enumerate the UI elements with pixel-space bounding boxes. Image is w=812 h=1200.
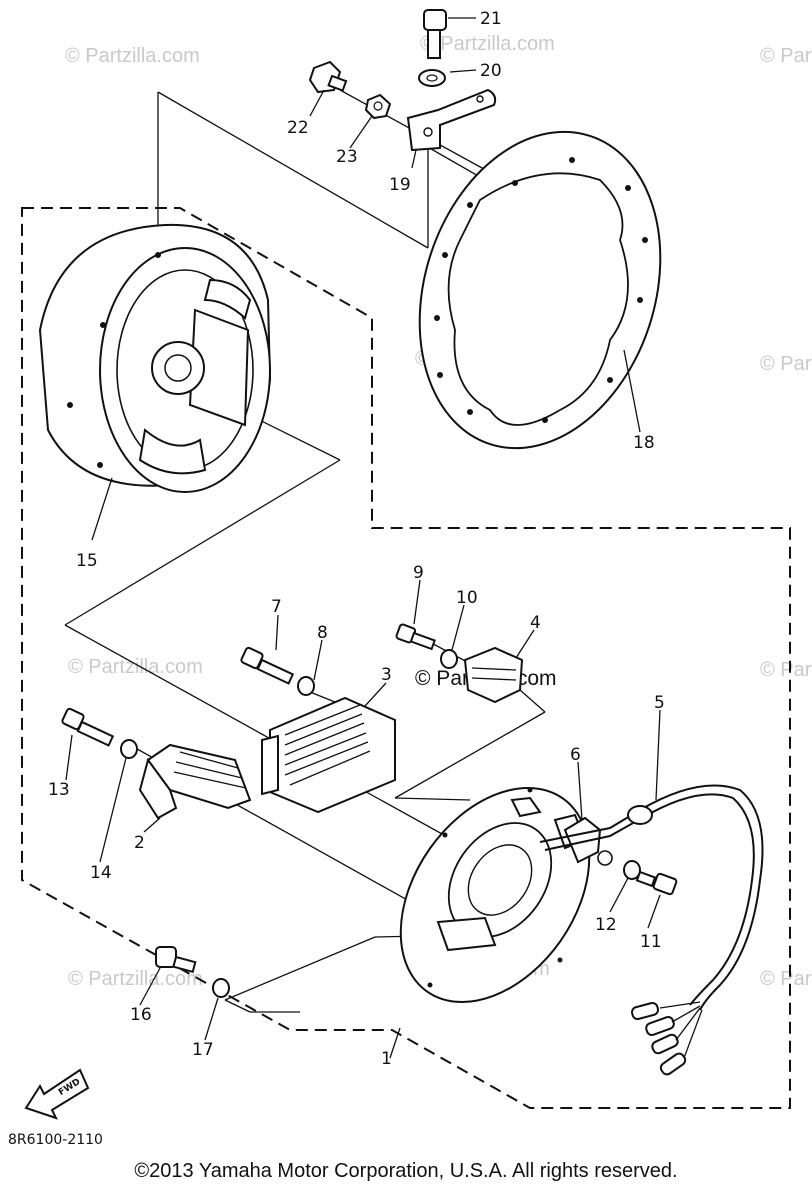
gasket-ring [418,130,662,450]
pickup-coil-right [463,646,524,704]
screw-7 [240,646,295,685]
screw-13 [61,707,115,747]
watermark-6: © Partzilla.com [760,353,812,375]
bolt-21 [423,9,447,59]
callout-leaders [65,17,661,1059]
callout-8: 8 [317,623,328,643]
copyright-text: ©2013 Yamaha Motor Corporation, U.S.A. A… [134,1160,678,1182]
callout-20: 20 [480,61,502,81]
washer-12 [623,860,641,880]
callout-1: 1 [381,1049,392,1069]
callout-11: 11 [640,932,662,952]
watermark-2: © Partzilla.com [420,33,555,55]
callout-6: 6 [570,745,581,765]
callout-18: 18 [633,433,655,453]
screw-9 [395,623,436,651]
rectifier-regulator [261,696,396,814]
callout-12: 12 [595,915,617,935]
washer-14 [120,739,138,759]
callout-3: 3 [381,665,392,685]
assembly-boundary [21,207,791,1109]
callout-17: 17 [192,1040,214,1060]
watermark-12: © Partzilla.com [760,968,812,990]
callout-19: 19 [389,175,411,195]
callout-23: 23 [336,147,358,167]
bracket [406,88,497,152]
washer-17 [212,978,230,998]
screw-16 [155,946,197,974]
wire-clamp [563,816,613,866]
callout-10: 10 [456,588,478,608]
watermark-1: © Partzilla.com [65,45,200,67]
forward-arrow-icon: FWD [24,1068,90,1120]
pickup-coil-left [138,743,252,820]
watermark-3: © Partzilla.com [760,45,812,67]
callout-21: 21 [480,9,502,29]
flywheel-rotor [38,223,272,493]
callout-9: 9 [413,563,424,583]
callout-22: 22 [287,118,309,138]
screw-11 [635,870,678,896]
bolt-22 [308,60,348,94]
wire-harness [539,784,764,1076]
callout-13: 13 [48,780,70,800]
callout-5: 5 [654,693,665,713]
watermark-10: © Partzilla.com [68,968,203,990]
callout-16: 16 [130,1005,152,1025]
watermark-7: © Partzilla.com [68,656,203,678]
callouts: 1 2 3 4 5 6 7 8 9 10 11 12 13 14 15 16 1… [48,9,665,1069]
callout-7: 7 [271,597,282,617]
callout-15: 15 [76,551,98,571]
callout-2: 2 [134,833,145,853]
diagram-code: 8R6100-2110 [8,1132,103,1148]
callout-14: 14 [90,863,112,883]
callout-4: 4 [530,613,541,633]
washer-20 [418,69,446,87]
washer-10 [440,649,458,669]
watermark-9: © Partzilla.com [760,659,812,681]
stator-plate [399,787,591,1003]
nut-23 [364,93,392,120]
washer-8 [297,676,315,696]
